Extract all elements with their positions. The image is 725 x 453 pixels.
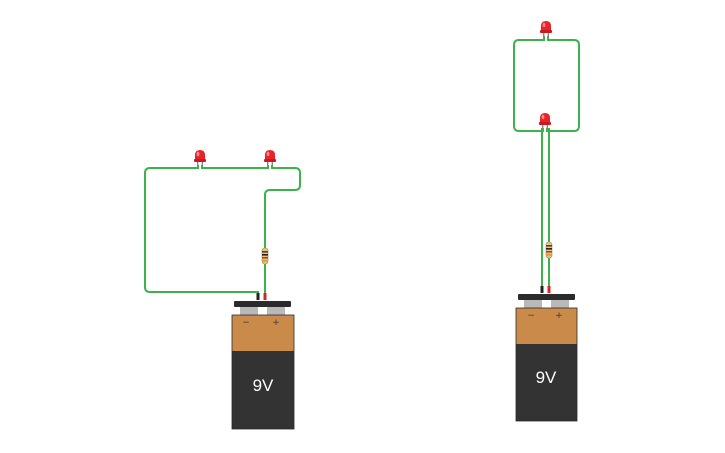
battery-minus-label: − [242,318,250,328]
battery-voltage-label: 9V [536,368,557,387]
battery-left[interactable]: − + 9V [231,301,295,430]
circuit-left: − + 9V [144,150,301,430]
battery-right-clips [540,286,551,293]
led-left-2[interactable] [264,150,276,166]
led-left-1[interactable] [194,150,206,166]
led-right-1[interactable] [540,21,552,37]
wire-left-loop[interactable] [144,165,301,299]
resistor-right[interactable] [545,241,553,259]
battery-minus-label: − [527,311,535,321]
led-right-2[interactable] [539,113,551,129]
battery-voltage-label: 9V [253,376,274,395]
battery-plus-label: + [272,318,280,328]
battery-plus-label: + [555,311,563,321]
battery-left-clips [256,293,267,300]
battery-right[interactable]: − + 9V [515,294,578,422]
circuit-right: − + 9V [513,21,580,422]
resistor-left[interactable] [261,247,269,265]
